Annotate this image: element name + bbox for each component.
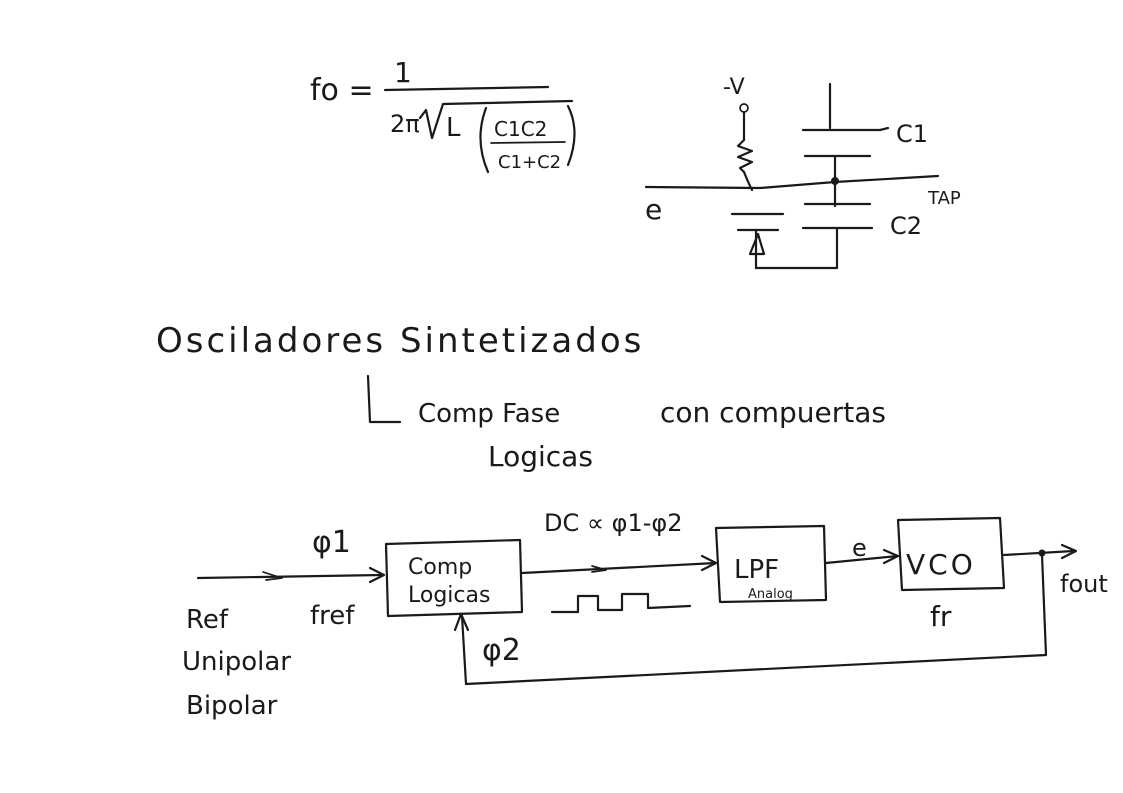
section-heading: Osciladores Sintetizados Comp Fase con c… — [156, 321, 886, 473]
formula-den-num: C1C2 — [494, 117, 547, 141]
tap-label: TAP — [927, 188, 961, 209]
lpf-to-vco-wire — [824, 554, 900, 565]
comp-block-box — [384, 538, 524, 618]
bullet-second-text: Logicas — [488, 440, 593, 473]
c1-label: C1 — [896, 120, 928, 148]
formula-numerator: 1 — [394, 56, 412, 89]
formula-right-paren — [566, 104, 576, 167]
formula-fraction-bar — [383, 85, 550, 92]
ref-item-bipolar: Bipolar — [186, 691, 278, 721]
e-label: e — [852, 534, 867, 562]
formula-lhs: fo = — [310, 73, 374, 108]
supply-label: -V — [723, 75, 745, 100]
ref-input-wire — [196, 573, 385, 580]
bullet-right-text: con compuertas — [660, 396, 886, 429]
resonance-formula: fo = 1 2π L C1C2 C1+C2 — [310, 56, 576, 174]
vco-output-arrow — [1060, 543, 1078, 560]
phase2-label: φ2 — [482, 633, 521, 668]
resistor-zigzag — [736, 138, 754, 174]
main-horizontal-wire — [644, 174, 940, 190]
formula-sqrt-sign — [418, 99, 574, 140]
dc-label: DC ∝ φ1-φ2 — [544, 509, 683, 537]
fr-label: fr — [930, 600, 952, 633]
tapped-capacitor-circuit: -V C1 C2 TAP e — [644, 75, 961, 270]
supply-terminal — [739, 103, 749, 113]
formula-den-den: C1+C2 — [498, 152, 561, 173]
formula-inner-bar — [490, 141, 566, 144]
formula-den-L: L — [446, 113, 461, 143]
vco-label: VCO — [906, 548, 976, 581]
comp-line1: Comp — [408, 555, 472, 580]
ref-item-ref: Ref — [186, 605, 229, 635]
lpf-to-vco-arrow — [882, 548, 900, 565]
fref-label: fref — [310, 601, 355, 631]
feedback-wire — [460, 553, 1048, 686]
fout-label: fout — [1060, 570, 1108, 598]
comp-line2: Logicas — [408, 583, 490, 608]
bullet-hook — [366, 374, 402, 424]
c1-plate-top — [801, 126, 890, 132]
comp-to-lpf-arrow — [700, 554, 718, 572]
input-e-label: e — [645, 193, 662, 226]
lpf-line2: Analog — [748, 587, 793, 602]
vco-block-box — [896, 516, 1006, 592]
comp-to-lpf-wire — [520, 561, 718, 575]
title-text: Osciladores Sintetizados — [156, 321, 644, 361]
square-wave — [550, 592, 692, 614]
phase1-label: φ1 — [312, 525, 351, 560]
bullet-left-text: Comp Fase — [418, 399, 560, 429]
comp-to-lpf-tick — [591, 565, 607, 573]
formula-den-prefix: 2π — [390, 110, 420, 138]
output-node — [1038, 549, 1046, 557]
ref-item-unipolar: Unipolar — [182, 647, 291, 677]
feedback-arrow — [453, 612, 470, 632]
ref-input-tick — [262, 571, 283, 581]
device-triangle — [748, 232, 766, 256]
lpf-line1: LPF — [734, 555, 779, 585]
lpf-block-box — [714, 524, 828, 604]
pll-block-diagram: φ1 Comp Logicas DC ∝ φ1-φ2 LPF Analog e … — [182, 509, 1108, 721]
c2-label: C2 — [890, 212, 922, 240]
ref-input-arrow — [368, 566, 386, 584]
formula-left-paren — [479, 106, 490, 174]
